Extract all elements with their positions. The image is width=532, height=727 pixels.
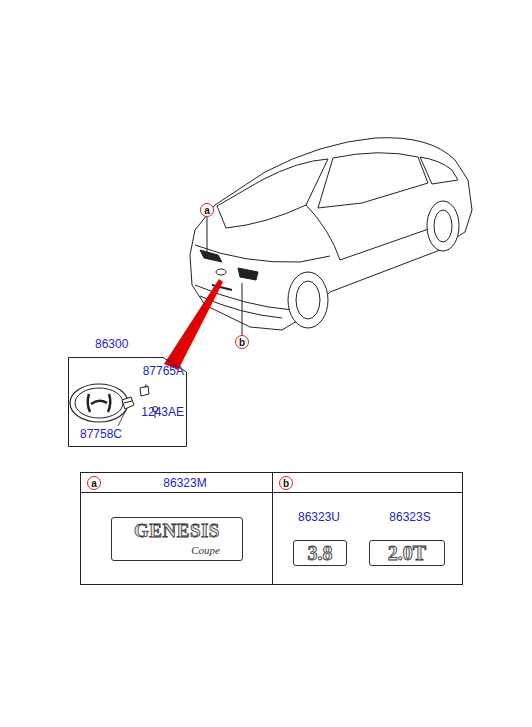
- part-number: 87758C: [80, 428, 122, 441]
- part-number: 86323S: [389, 511, 430, 524]
- circle-letter: a: [204, 205, 210, 216]
- part-number: 86323U: [298, 511, 340, 524]
- emblem: 3.8: [293, 540, 347, 566]
- emblem-lettering: 3.8: [308, 542, 333, 564]
- leader-line: [242, 283, 243, 335]
- emblem: GENESIS Coupe: [111, 517, 243, 561]
- header-rule: [273, 492, 462, 493]
- emblem-lettering: Coupe: [191, 544, 220, 556]
- part-number: 87765A: [143, 365, 184, 378]
- leader-line: [118, 384, 146, 426]
- box-border: [69, 358, 187, 447]
- header-rule: [81, 492, 272, 493]
- callout-circle: b: [279, 476, 293, 490]
- callout-circle: a: [200, 203, 214, 217]
- part-number: 86300: [95, 338, 128, 351]
- circle-letter: a: [91, 478, 97, 489]
- emblem-lettering: GENESIS: [134, 521, 220, 542]
- leader-line: [207, 217, 208, 252]
- callout-circle: b: [235, 335, 249, 349]
- table-cell: 86323M aGENESIS Coupe: [80, 472, 273, 585]
- car-drawing: [190, 138, 472, 330]
- circle-letter: b: [283, 478, 289, 489]
- circle-letter: b: [239, 337, 245, 348]
- callout-circle: a: [87, 476, 101, 490]
- emblem: 2.0T: [369, 540, 445, 566]
- pointer-wedge: [164, 279, 223, 370]
- emblem-lettering: 2.0T: [388, 542, 426, 564]
- table-cell: 86323U 86323S b 3.8 2.0T: [272, 472, 463, 585]
- part-number: 1243AE: [141, 406, 184, 419]
- emblem-part: [70, 384, 128, 422]
- part-number: 86323M: [163, 477, 206, 490]
